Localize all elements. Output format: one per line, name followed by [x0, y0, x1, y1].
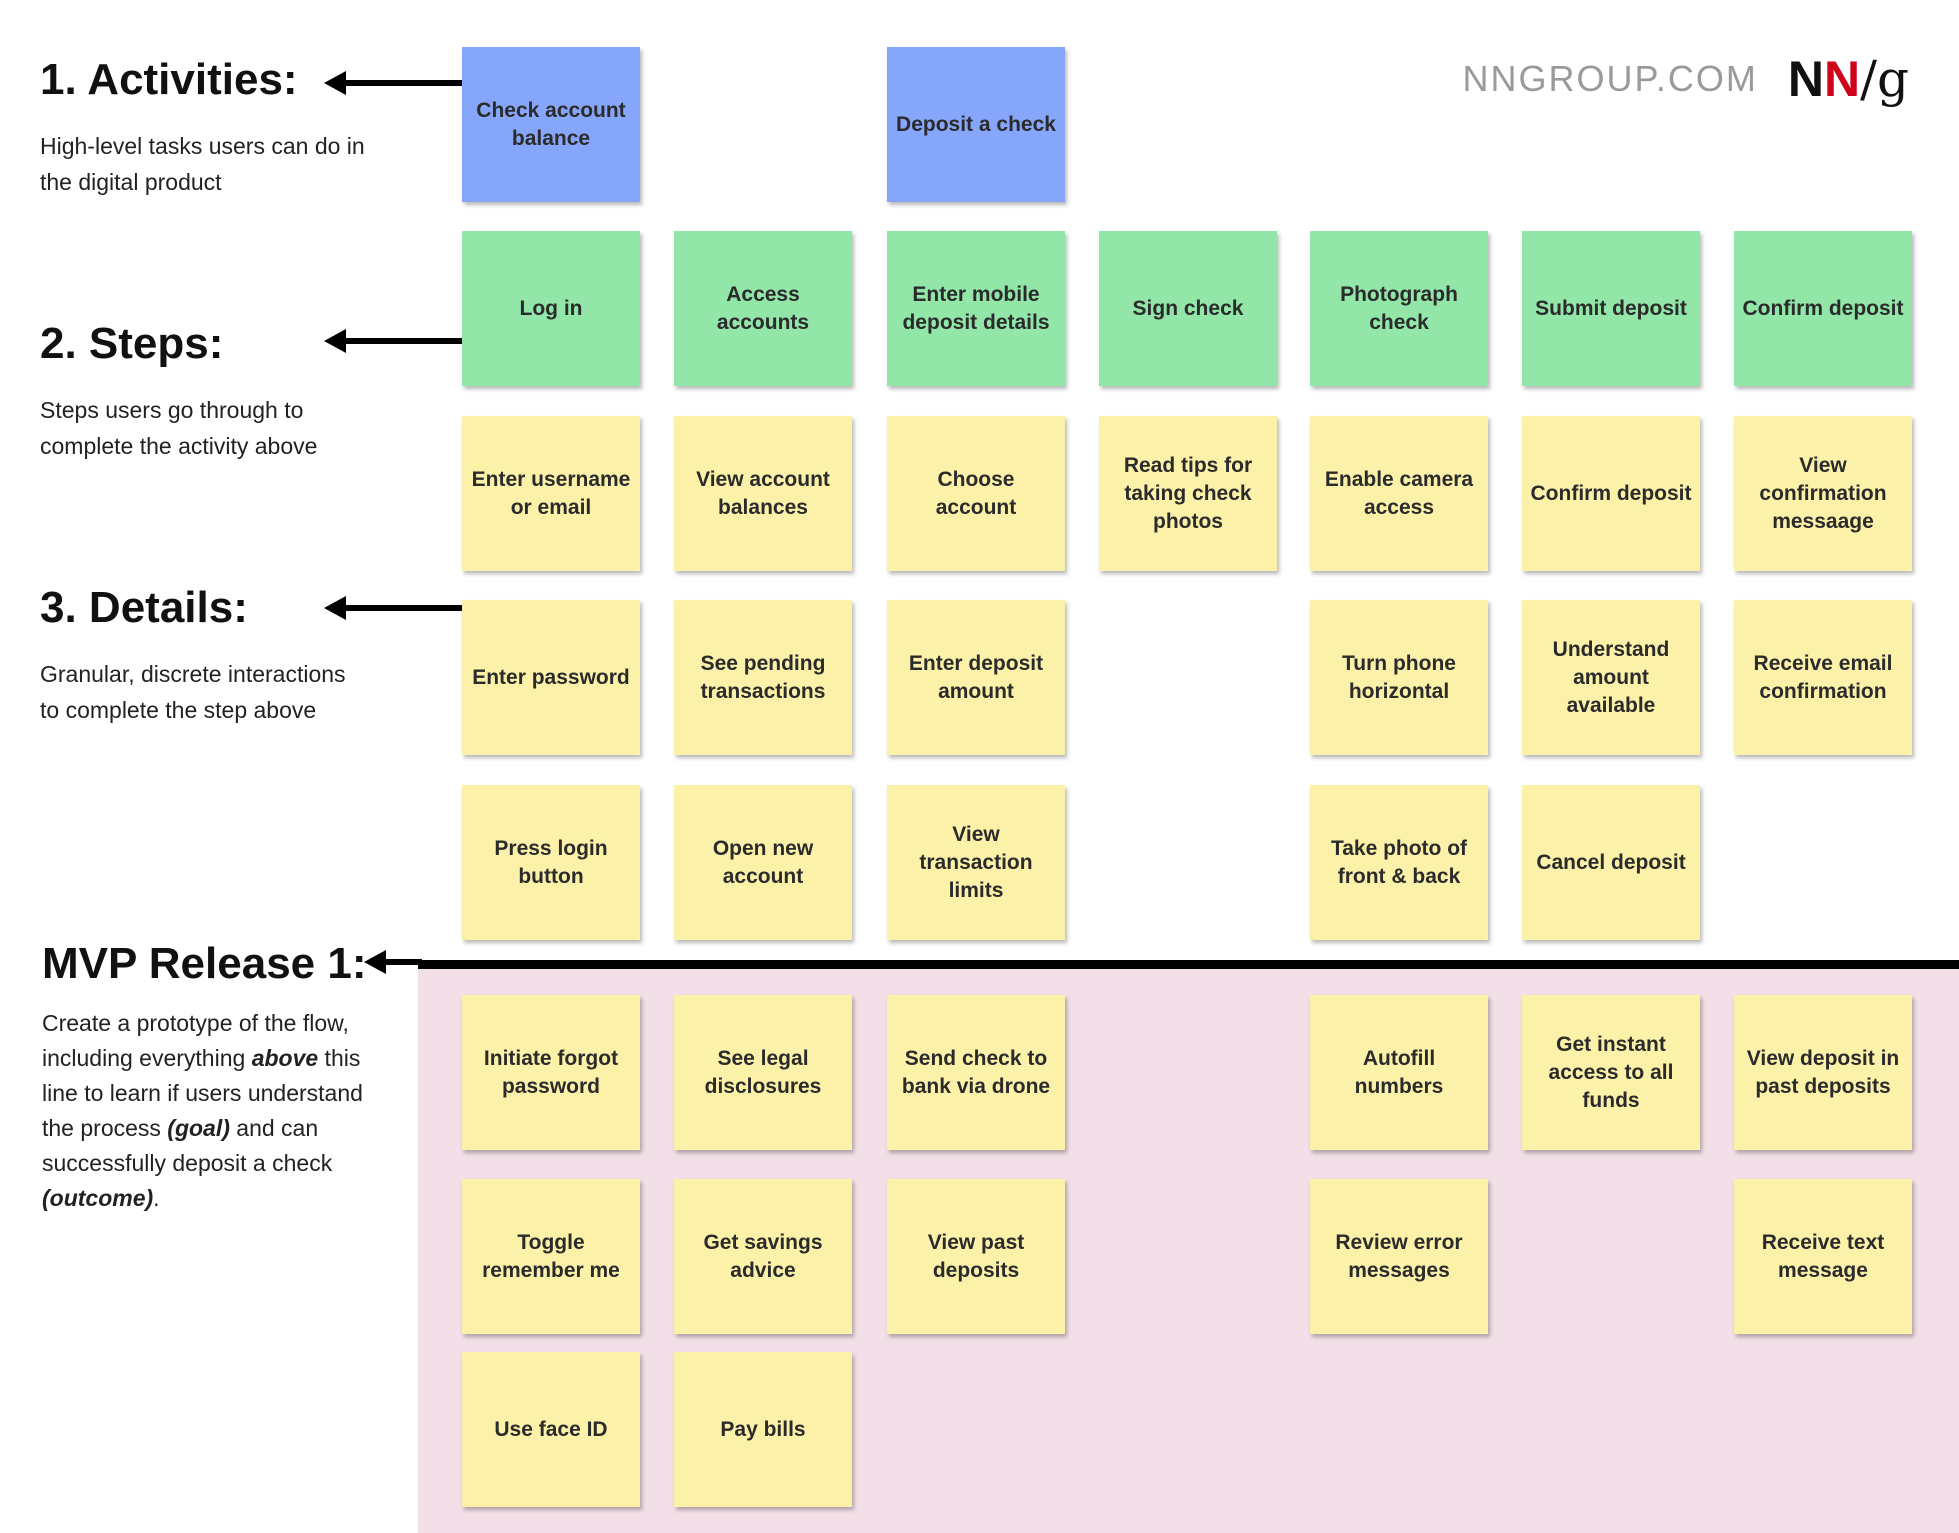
- mvp-heading: MVP Release 1:: [42, 939, 367, 988]
- nng-logo: NN/g: [1788, 50, 1909, 108]
- release-detail-card: Toggle remember me: [462, 1179, 640, 1334]
- mvp-desc-part: and can successfully deposit a check: [42, 1115, 333, 1176]
- step-card: Sign check: [1099, 231, 1277, 386]
- detail-card: Take photo of front & back: [1310, 785, 1488, 940]
- mvp-desc-emphasis-above: above: [251, 1045, 319, 1071]
- mvp-release-line: [418, 960, 1959, 969]
- mvp-desc-part: .: [153, 1185, 160, 1211]
- release-detail-card: View deposit in past deposits: [1734, 995, 1912, 1150]
- release-detail-card: Autofill numbers: [1310, 995, 1488, 1150]
- release-detail-card: Receive text message: [1734, 1179, 1912, 1334]
- step-card: Photograph check: [1310, 231, 1488, 386]
- mvp-desc-part: Create a prototype of the flow, includin…: [42, 1010, 349, 1071]
- detail-card: Enter username or email: [462, 416, 640, 571]
- release-detail-card: Pay bills: [674, 1352, 852, 1507]
- step-card: Access accounts: [674, 231, 852, 386]
- detail-card: Enter password: [462, 600, 640, 755]
- release-detail-card: See legal disclosures: [674, 995, 852, 1150]
- logo-letter-n-red: N: [1824, 51, 1861, 107]
- release-detail-card: Send check to bank via drone: [887, 995, 1065, 1150]
- logo-letter-n: N: [1787, 51, 1825, 107]
- detail-card: View account balances: [674, 416, 852, 571]
- release-detail-card: Get savings advice: [674, 1179, 852, 1334]
- release-detail-card: Initiate forgot password: [462, 995, 640, 1150]
- mvp-release-area: [418, 968, 1959, 1533]
- activities-heading: 1. Activities:: [40, 55, 298, 104]
- detail-card: Read tips for taking check photos: [1099, 416, 1277, 571]
- steps-arrow: [324, 329, 462, 353]
- detail-card: Receive email confirmation: [1734, 600, 1912, 755]
- logo-slash: /: [1860, 50, 1877, 108]
- brand: NNGROUP.COM NN/g: [1463, 50, 1909, 108]
- steps-description: Steps users go through to complete the a…: [40, 397, 318, 459]
- logo-letter-g: g: [1876, 50, 1909, 108]
- brand-url: NNGROUP.COM: [1462, 58, 1758, 99]
- step-card: Submit deposit: [1522, 231, 1700, 386]
- detail-card: View confirmation messaage: [1734, 416, 1912, 571]
- step-card: Enter mobile deposit details: [887, 231, 1065, 386]
- mvp-arrow: [364, 950, 422, 974]
- mvp-description: Create a prototype of the flow, includin…: [42, 1006, 372, 1216]
- details-description: Granular, discrete interactions to compl…: [40, 661, 346, 723]
- release-detail-card: View past deposits: [887, 1179, 1065, 1334]
- activities-arrow: [324, 71, 462, 95]
- detail-card: Cancel deposit: [1522, 785, 1700, 940]
- mvp-desc-part: this line to learn if users understand t…: [42, 1045, 363, 1141]
- details-arrow: [324, 596, 462, 620]
- detail-card: Choose account: [887, 416, 1065, 571]
- mvp-desc-emphasis-goal: (goal): [167, 1115, 230, 1141]
- release-detail-card: Review error messages: [1310, 1179, 1488, 1334]
- detail-card: Open new account: [674, 785, 852, 940]
- release-detail-card: Get instant access to all funds: [1522, 995, 1700, 1150]
- release-detail-card: Use face ID: [462, 1352, 640, 1507]
- steps-heading: 2. Steps:: [40, 319, 224, 368]
- detail-card: Enable camera access: [1310, 416, 1488, 571]
- details-heading: 3. Details:: [40, 583, 248, 632]
- activities-description: High-level tasks users can do in the dig…: [40, 133, 365, 195]
- detail-card: Enter deposit amount: [887, 600, 1065, 755]
- step-card: Confirm deposit: [1734, 231, 1912, 386]
- detail-card: Press login button: [462, 785, 640, 940]
- detail-card: Confirm deposit: [1522, 416, 1700, 571]
- detail-card: Understand amount available: [1522, 600, 1700, 755]
- detail-card: View transaction limits: [887, 785, 1065, 940]
- step-card: Log in: [462, 231, 640, 386]
- mvp-desc-emphasis-outcome: (outcome): [42, 1185, 154, 1211]
- activity-card: Deposit a check: [887, 47, 1065, 202]
- activity-card: Check account balance: [462, 47, 640, 202]
- detail-card: See pending transactions: [674, 600, 852, 755]
- detail-card: Turn phone horizontal: [1310, 600, 1488, 755]
